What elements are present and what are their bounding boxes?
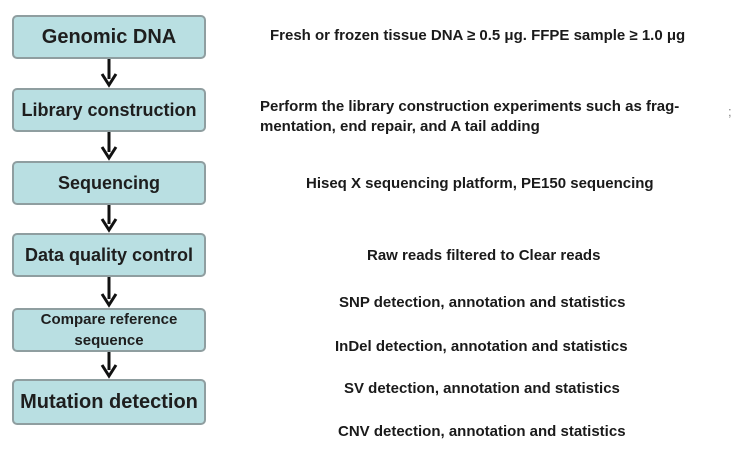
step-label: Compare reference sequence — [40, 311, 178, 349]
description-genomic-dna: Fresh or frozen tissue DNA ≥ 0.5 μg. FFP… — [270, 27, 686, 44]
description-data-qc: Raw reads filtered to Clear reads — [367, 247, 601, 264]
description-snp: SNP detection, annotation and statistics — [339, 294, 626, 311]
step-genomic-dna: Genomic DNA — [12, 15, 206, 59]
flow-arrow-1 — [100, 59, 118, 88]
step-label: Library construction — [21, 99, 197, 120]
description-sv: SV detection, annotation and statistics — [344, 380, 620, 397]
step-label: Data quality control — [24, 244, 194, 265]
step-mutation-detection: Mutation detection — [12, 379, 206, 425]
edge-mark: ; — [728, 104, 732, 119]
step-label: Sequencing — [57, 172, 160, 193]
step-label: Mutation detection — [20, 390, 198, 413]
step-data-quality-control: Data quality control — [12, 233, 206, 277]
flow-arrow-2 — [100, 132, 118, 161]
step-sequencing: Sequencing — [12, 161, 206, 205]
description-cnv: CNV detection, annotation and statistics — [338, 423, 626, 440]
step-label: Genomic DNA — [41, 25, 177, 48]
description-indel: InDel detection, annotation and statisti… — [335, 338, 628, 355]
description-sequencing: Hiseq X sequencing platform, PE150 seque… — [306, 175, 654, 192]
description-library-line-1: Perform the library construction experim… — [260, 98, 680, 115]
flow-arrow-4 — [100, 277, 118, 308]
step-library-construction: Library construction — [12, 88, 206, 132]
flow-arrow-5 — [100, 352, 118, 379]
description-library-line-2: mentation, end repair, and A tail adding — [260, 118, 540, 135]
step-compare-reference-sequence: Compare reference sequence — [12, 308, 206, 352]
flow-arrow-3 — [100, 205, 118, 233]
